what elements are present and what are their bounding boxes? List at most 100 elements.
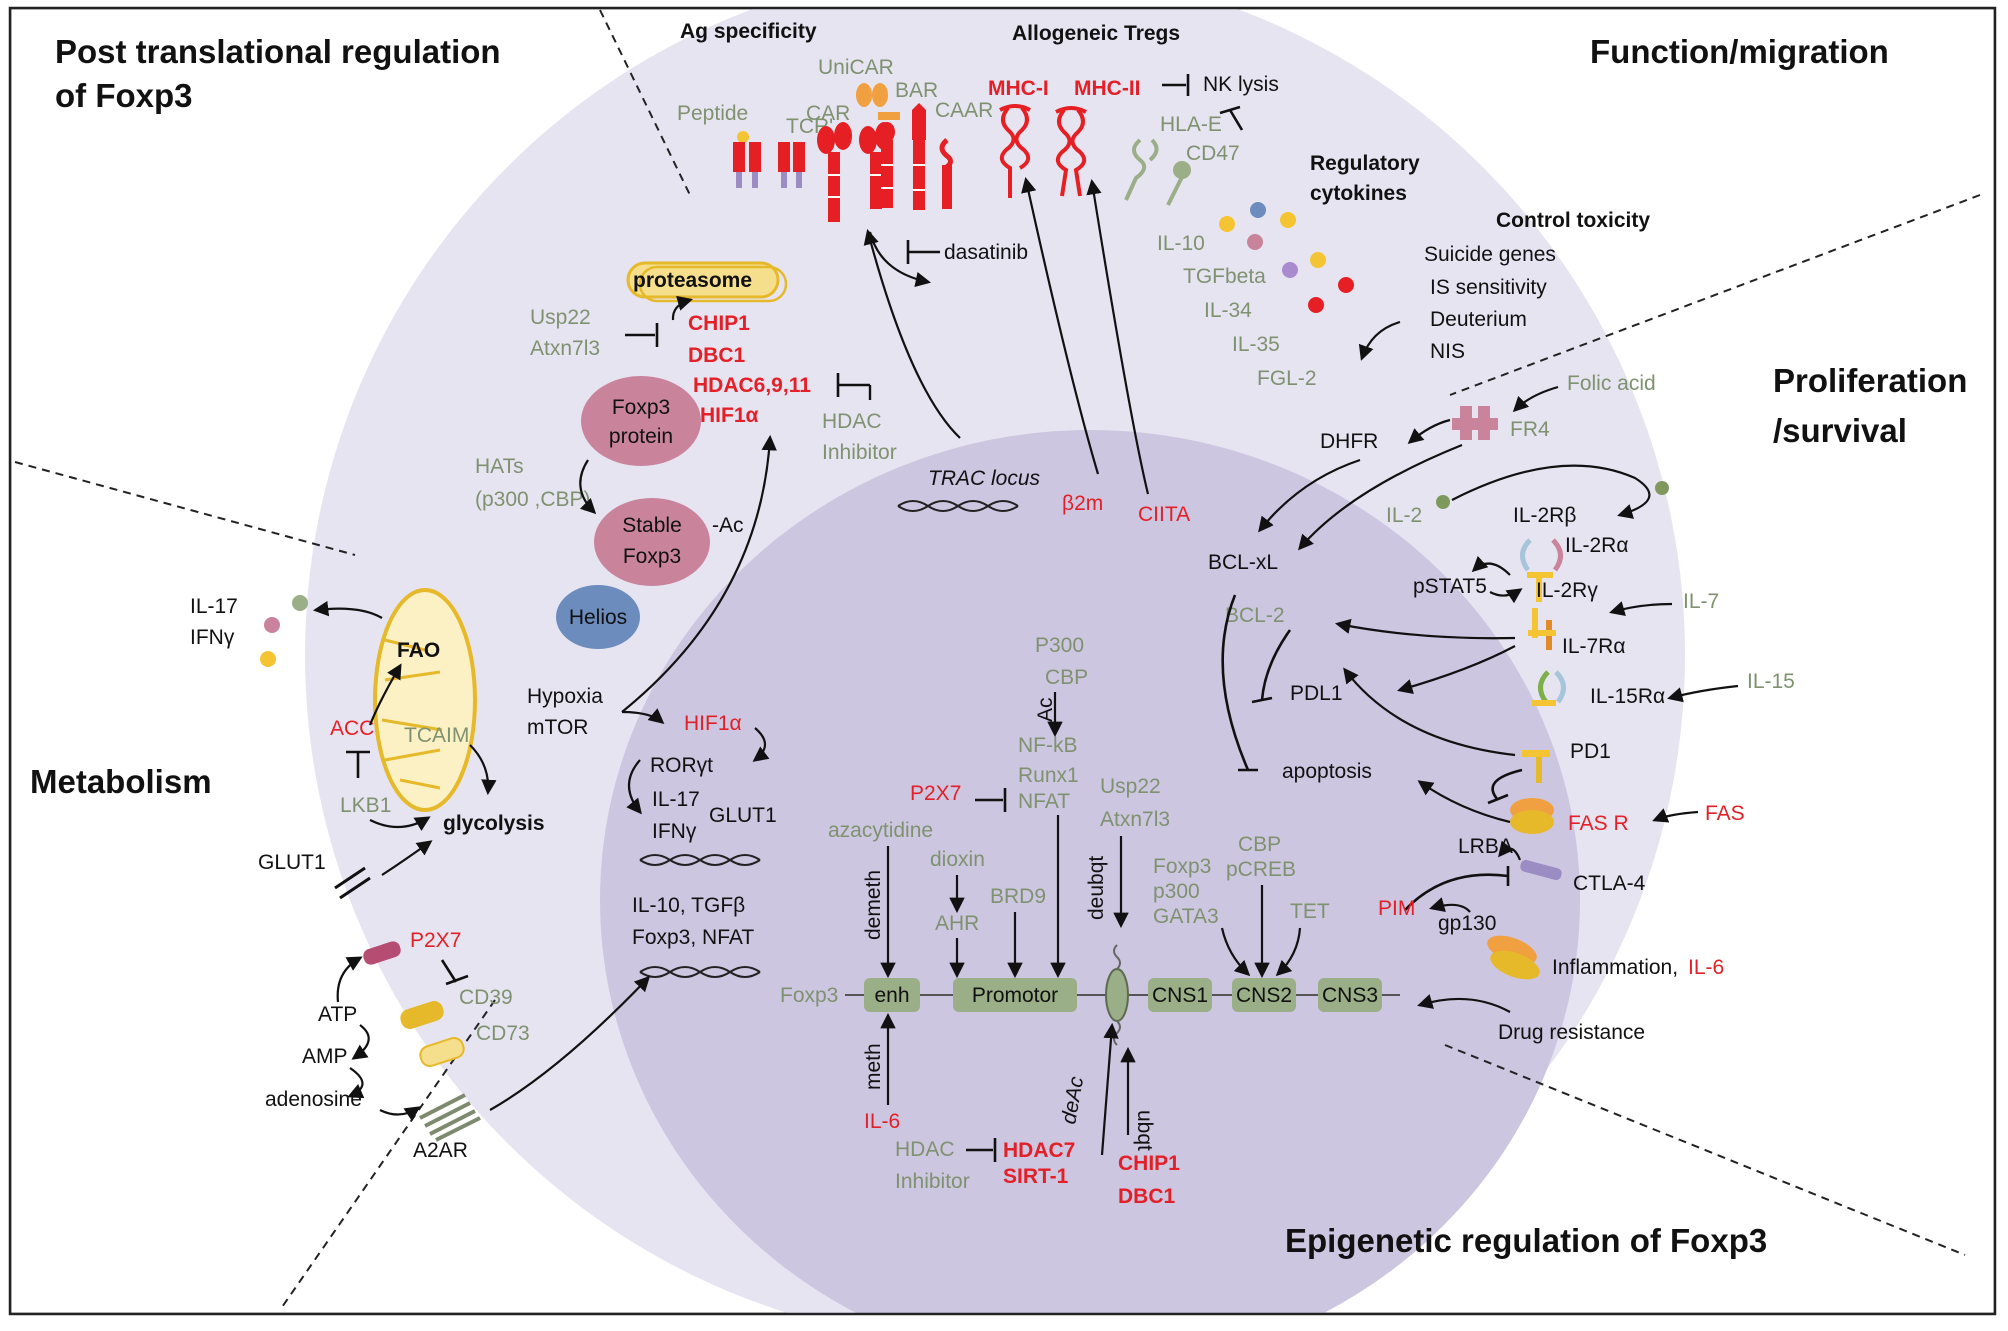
label-gata3: GATA3: [1153, 905, 1219, 928]
label-mhc1: MHC-I: [988, 77, 1049, 100]
a2ar-receptor-icon: [419, 1093, 481, 1142]
label-glut1-nuclear: GLUT1: [709, 804, 777, 827]
label-hdac-inhibitor-ptm-2: Inhibitor: [822, 441, 897, 464]
cd39-icon: [400, 1001, 444, 1029]
label-atxn7l3-ptm: Atxn7l3: [530, 337, 600, 360]
label-il7: IL-7: [1683, 590, 1719, 613]
label-hypoxia: Hypoxia: [527, 685, 603, 708]
label-stable-foxp3-2: Foxp3: [623, 545, 681, 568]
section-proliferation-line1: Proliferation: [1773, 362, 1967, 399]
label-hats-1: HATs: [475, 455, 524, 478]
proteasome-icon: [626, 261, 788, 303]
label-il2ra: IL-2Rα: [1565, 534, 1629, 557]
label-il17-nuclear: IL-17: [652, 788, 700, 811]
label-foxp3-gene: Foxp3: [780, 984, 838, 1007]
label-deubqt: deubqt: [1085, 856, 1108, 920]
label-adenosine: adenosine: [265, 1088, 362, 1111]
label-fas-r: FAS R: [1568, 812, 1629, 835]
promotor-box: [953, 978, 1077, 1012]
mitochondrion-icon: [373, 588, 477, 812]
label-nfat: NFAT: [1018, 790, 1070, 813]
label-hif1a-nuclear: HIF1α: [684, 712, 742, 735]
label-unicar: UniCAR: [818, 56, 894, 79]
label-il2rb: IL-2Rβ: [1513, 504, 1576, 527]
label-ac-ptm: -Ac: [712, 514, 744, 537]
label-cns3: CNS3: [1322, 984, 1378, 1007]
label-foxp3-nfat: Foxp3, NFAT: [632, 926, 754, 949]
section-metabolism: Metabolism: [30, 763, 212, 800]
label-dbc1-epi: DBC1: [1118, 1185, 1175, 1208]
label-helios: Helios: [569, 606, 627, 629]
label-il35: IL-35: [1232, 333, 1280, 356]
label-tet: TET: [1290, 900, 1330, 923]
label-fas: FAS: [1705, 802, 1745, 825]
label-deuterium: Deuterium: [1430, 308, 1527, 331]
label-pd1: PD1: [1570, 740, 1611, 763]
label-foxp3-protein-1: Foxp3: [612, 396, 670, 419]
label-mtor: mTOR: [527, 716, 588, 739]
ctla4-icon: [1520, 859, 1562, 881]
label-il7ra: IL-7Rα: [1562, 635, 1626, 658]
figure-border-top: [8, 6, 1997, 1316]
label-fr4: FR4: [1510, 418, 1550, 441]
label-cns2: CNS2: [1236, 984, 1292, 1007]
label-p2x7-epi: P2X7: [910, 782, 961, 805]
label-peptide: Peptide: [677, 102, 748, 125]
label-pdl1: PDL1: [1290, 682, 1343, 705]
label-car: CAR: [806, 102, 850, 125]
label-hif1a-ptm: HIF1α: [700, 404, 759, 427]
label-acc: ACC: [330, 717, 374, 740]
label-atp: ATP: [318, 1003, 357, 1026]
label-ahr: AHR: [935, 912, 979, 935]
foxp3-protein: [581, 376, 701, 466]
label-chip1-epi: CHIP1: [1118, 1152, 1180, 1175]
cns2-box: [1232, 978, 1296, 1012]
label-folic-acid: Folic acid: [1567, 372, 1656, 395]
label-ubqt: ubqt: [1133, 1110, 1156, 1151]
label-usp22-epi: Usp22: [1100, 775, 1161, 798]
label-drug-resistance: Drug resistance: [1498, 1021, 1645, 1044]
label-il2: IL-2: [1386, 504, 1422, 527]
label-azacytidine: azacytidine: [828, 819, 933, 842]
label-nk-lysis: NK lysis: [1203, 73, 1279, 96]
label-dhfr: DHFR: [1320, 430, 1378, 453]
label-control-toxicity: Control toxicity: [1496, 209, 1650, 232]
label-gp130: gp130: [1438, 912, 1496, 935]
label-hdac6911: HDAC6,9,11: [693, 374, 811, 397]
p2x7-receptor-icon: [363, 941, 401, 965]
label-hdac-inhibitor-epi-1: HDAC: [895, 1138, 955, 1161]
label-suicide-genes: Suicide genes: [1424, 243, 1556, 266]
label-cbp-epi: CBP: [1045, 666, 1088, 689]
label-usp22-ptm: Usp22: [530, 306, 591, 329]
label-atxn7l3-epi: Atxn7l3: [1100, 808, 1170, 831]
label-il6-epi: IL-6: [864, 1110, 900, 1133]
label-nfkb: NF-kB: [1018, 734, 1078, 757]
label-p2x7-met: P2X7: [410, 929, 461, 952]
section-post-translational-line2: of Foxp3: [55, 77, 193, 114]
label-regulatory-cytokines-2: cytokines: [1310, 182, 1407, 205]
label-hdac-inhibitor-ptm-1: HDAC: [822, 410, 882, 433]
label-caar: CAAR: [935, 99, 993, 122]
label-amp: AMP: [302, 1045, 348, 1068]
label-fao: FAO: [397, 639, 440, 662]
label-dbc1-ptm: DBC1: [688, 344, 745, 367]
label-hats-2: (p300 ,CBP): [475, 488, 591, 511]
label-dioxin: dioxin: [930, 848, 985, 871]
pd1-receptor-icon: [1522, 750, 1550, 783]
cytokine-dots: [1219, 202, 1354, 313]
label-proteasome: proteasome: [633, 269, 752, 292]
fas-receptor-icon: [1510, 798, 1554, 834]
label-hla-e: HLA-E: [1160, 113, 1222, 136]
label-ifng-met: IFNγ: [190, 626, 235, 649]
label-enh: enh: [874, 984, 909, 1007]
label-promotor: Promotor: [972, 984, 1058, 1007]
label-fgl2: FGL-2: [1257, 367, 1317, 390]
label-ctla4: CTLA-4: [1573, 872, 1646, 895]
label-lrba: LRBA: [1458, 835, 1513, 858]
label-ag-specificity: Ag specificity: [680, 20, 817, 43]
label-cd47: CD47: [1186, 142, 1240, 165]
label-tcaim: TCAIM: [404, 724, 469, 747]
label-ifng-nuclear: IFNγ: [652, 820, 697, 843]
mhc1-icon: [999, 104, 1031, 198]
